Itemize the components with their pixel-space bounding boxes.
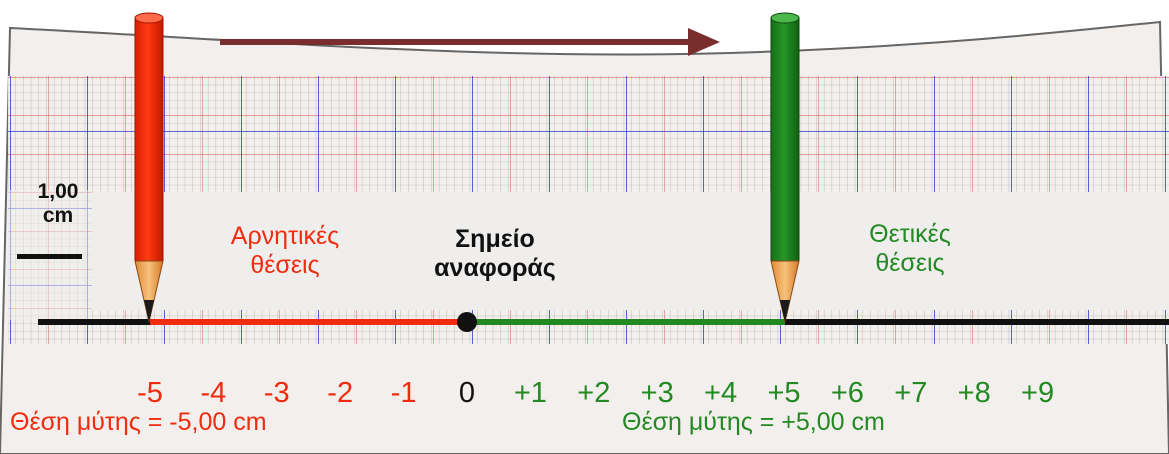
tick-label: +9 — [1021, 377, 1055, 409]
tick-label: -2 — [327, 377, 354, 409]
green-pencil — [770, 12, 800, 323]
scale-unit: cm — [42, 204, 74, 228]
tick-label: -5 — [137, 377, 163, 409]
tick-label: +7 — [894, 377, 928, 409]
reference-point — [457, 312, 477, 332]
tick-label: -3 — [263, 377, 290, 409]
positive-positions-label: Θετικές θέσεις — [869, 220, 951, 277]
scale-label: 1,00 cm — [18, 180, 98, 228]
tick-label: +8 — [957, 377, 991, 409]
tick-label: +2 — [577, 377, 611, 409]
tick-label: +4 — [704, 377, 738, 409]
left-tip-readout: Θέση μύτης = -5,00 cm — [10, 408, 267, 436]
reference-point-label: Σημείο αναφοράς — [434, 225, 556, 282]
negative-positions-label: Αρνητικές θέσεις — [230, 222, 340, 279]
tick-label: -1 — [390, 377, 417, 409]
red-pencil — [134, 12, 164, 323]
label-panel — [92, 192, 1169, 310]
scale-value: 1,00 — [37, 180, 79, 203]
tick-label: +6 — [830, 377, 864, 409]
motion-arrow — [220, 28, 720, 56]
graph-paper — [8, 76, 1169, 344]
tick-label: -4 — [200, 377, 227, 409]
tick-label: +5 — [767, 377, 801, 409]
tick-label: +1 — [513, 377, 547, 409]
right-tip-readout: Θέση μύτης = +5,00 cm — [622, 408, 885, 436]
scale-bar — [17, 254, 82, 259]
tick-label: 0 — [458, 377, 476, 409]
tick-label: +3 — [640, 377, 674, 409]
